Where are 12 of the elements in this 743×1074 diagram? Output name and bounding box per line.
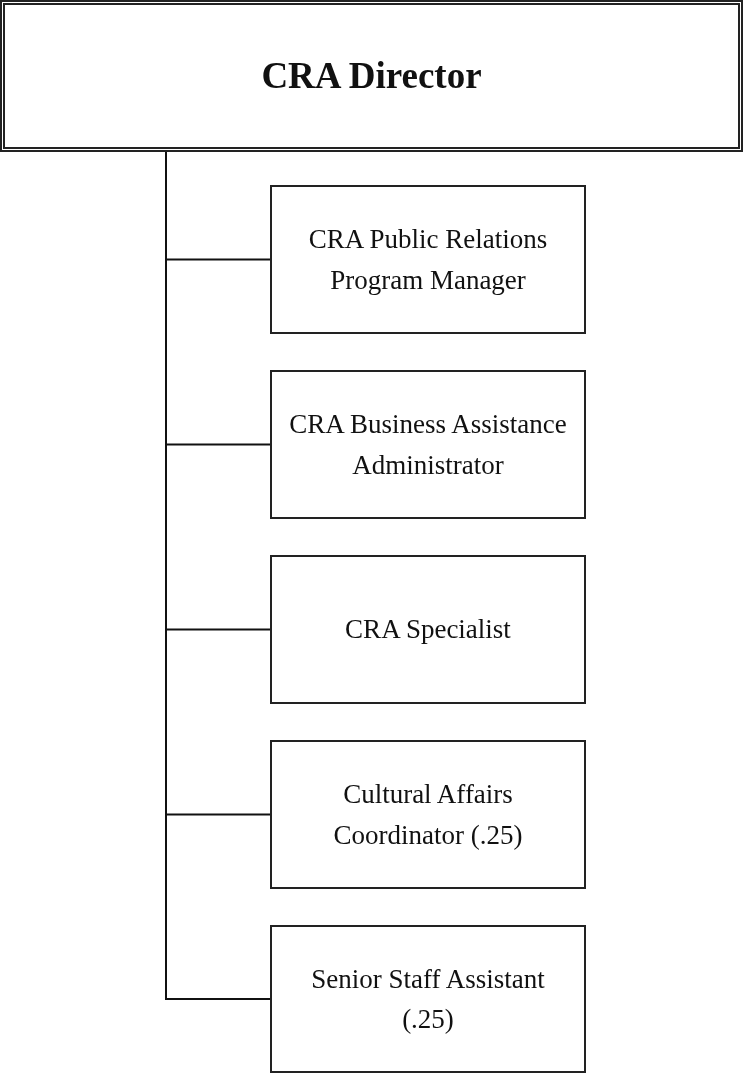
position-title: Senior Staff Assistant (.25) <box>310 962 546 1036</box>
director-box <box>0 0 743 152</box>
position-title: Cultural Affairs Coordinator (.25) <box>332 778 524 852</box>
position-box <box>270 185 586 334</box>
position-title: CRA Specialist <box>345 613 511 647</box>
position-title: CRA Public Relations Program Manager <box>307 223 549 297</box>
position-box <box>270 925 586 1073</box>
position-box <box>270 555 586 704</box>
position-box <box>270 740 586 889</box>
position-box <box>270 370 586 519</box>
position-title: CRA Business Assistance Administrator <box>288 408 568 482</box>
title-text: CRA Director <box>261 54 482 99</box>
